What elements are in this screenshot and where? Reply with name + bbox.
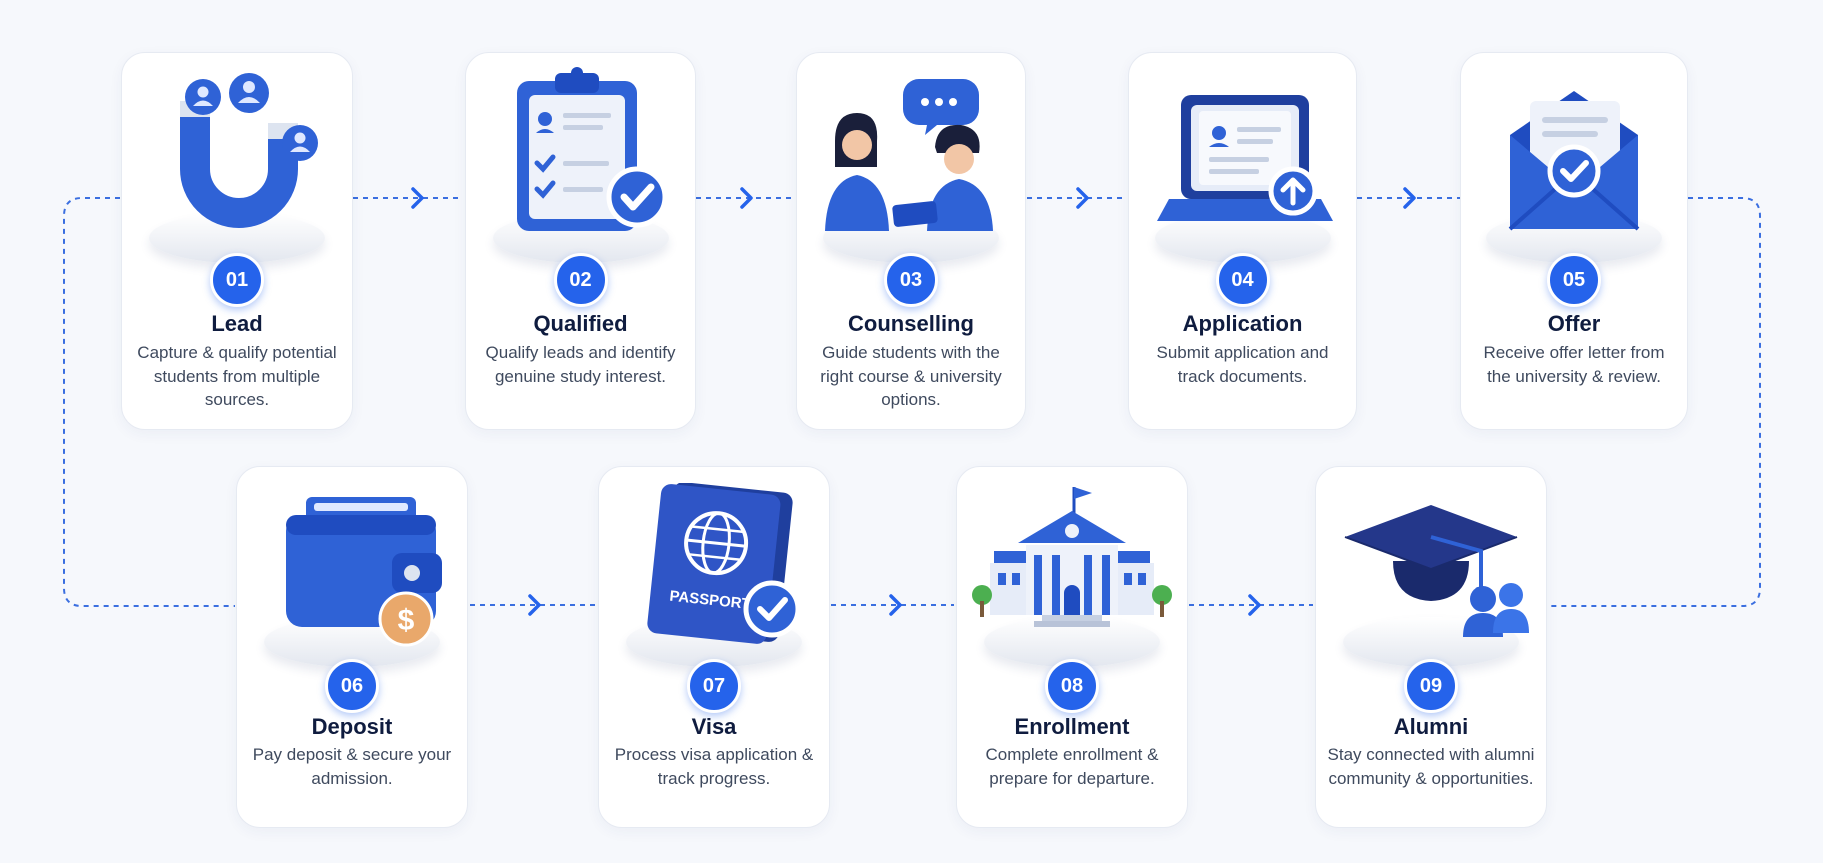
step-title: Enrollment (1014, 714, 1130, 739)
step-description: Guide students with the right course & u… (820, 343, 1002, 409)
step-card-qualified: 02 Qualified Qualify leads and identify … (465, 52, 696, 430)
step-description: Submit application and track documents. (1156, 343, 1329, 386)
step-title: Application (1182, 311, 1303, 336)
clipboard-checklist-icon (516, 67, 667, 231)
arrow-right-icon (1076, 187, 1089, 209)
step-card-lead: 01 Lead Capture & qualify potential stud… (121, 52, 353, 430)
step-card-offer: 05 Offer Receive offer letter from the u… (1460, 52, 1688, 430)
step-number-badge: 05 (1547, 253, 1601, 307)
step-card-alumni: 09 Alumni Stay connected with alumni com… (1315, 466, 1547, 828)
step-title: Qualified (533, 311, 628, 336)
step-card-visa: PASSPORT 07 Visa Process visa applicatio… (598, 466, 830, 828)
step-number-badge: 01 (210, 253, 264, 307)
university-building-icon (972, 487, 1172, 627)
step-card-deposit: $ 06 Deposit Pay deposit & secure your a… (236, 466, 468, 828)
arrow-right-icon (528, 594, 541, 616)
step-description: Receive offer letter from the university… (1483, 343, 1665, 386)
step-description: Capture & qualify potential students fro… (137, 343, 337, 409)
step-title: Lead (211, 311, 263, 336)
envelope-offer-letter-icon (1508, 91, 1640, 231)
step-number-badge: 06 (325, 659, 379, 713)
loop-connector-right (1548, 197, 1761, 607)
graduation-cap-community-icon (1344, 505, 1529, 637)
step-description: Complete enrollment & prepare for depart… (985, 745, 1159, 788)
arrow-right-icon (1248, 594, 1261, 616)
step-card-enrollment: 08 Enrollment Complete enrollment & prep… (956, 466, 1188, 828)
laptop-upload-icon (1156, 95, 1333, 221)
step-number-badge: 08 (1045, 659, 1099, 713)
step-title: Alumni (1393, 714, 1469, 739)
arrow-right-icon (411, 187, 424, 209)
svg-text:$: $ (398, 604, 415, 637)
passport-check-icon: PASSPORT (647, 483, 801, 644)
magnet-attracting-users-icon (180, 73, 318, 228)
step-description: Process visa application & track progres… (614, 745, 814, 788)
arrow-right-icon (740, 187, 753, 209)
loop-connector-left (63, 197, 235, 607)
wallet-coin-icon: $ (286, 497, 442, 647)
step-description: Qualify leads and identify genuine study… (485, 343, 676, 386)
step-title: Visa (691, 714, 737, 739)
step-number-badge: 04 (1215, 253, 1270, 307)
step-number-badge: 09 (1404, 659, 1458, 713)
step-title: Offer (1547, 311, 1601, 336)
arrow-right-icon (1403, 187, 1416, 209)
step-description: Stay connected with alumni community & o… (1327, 745, 1535, 788)
counselling-conversation-icon (825, 79, 993, 231)
step-description: Pay deposit & secure your admission. (252, 745, 452, 788)
arrow-right-icon (889, 594, 902, 616)
step-number-badge: 03 (884, 253, 938, 307)
step-card-counselling: 03 Counselling Guide students with the r… (796, 52, 1026, 430)
step-title: Counselling (848, 311, 974, 336)
step-title: Deposit (311, 714, 393, 739)
step-number-badge: 07 (687, 659, 741, 713)
step-card-application: 04 Application Submit application and tr… (1128, 52, 1357, 430)
step-number-badge: 02 (553, 253, 608, 307)
